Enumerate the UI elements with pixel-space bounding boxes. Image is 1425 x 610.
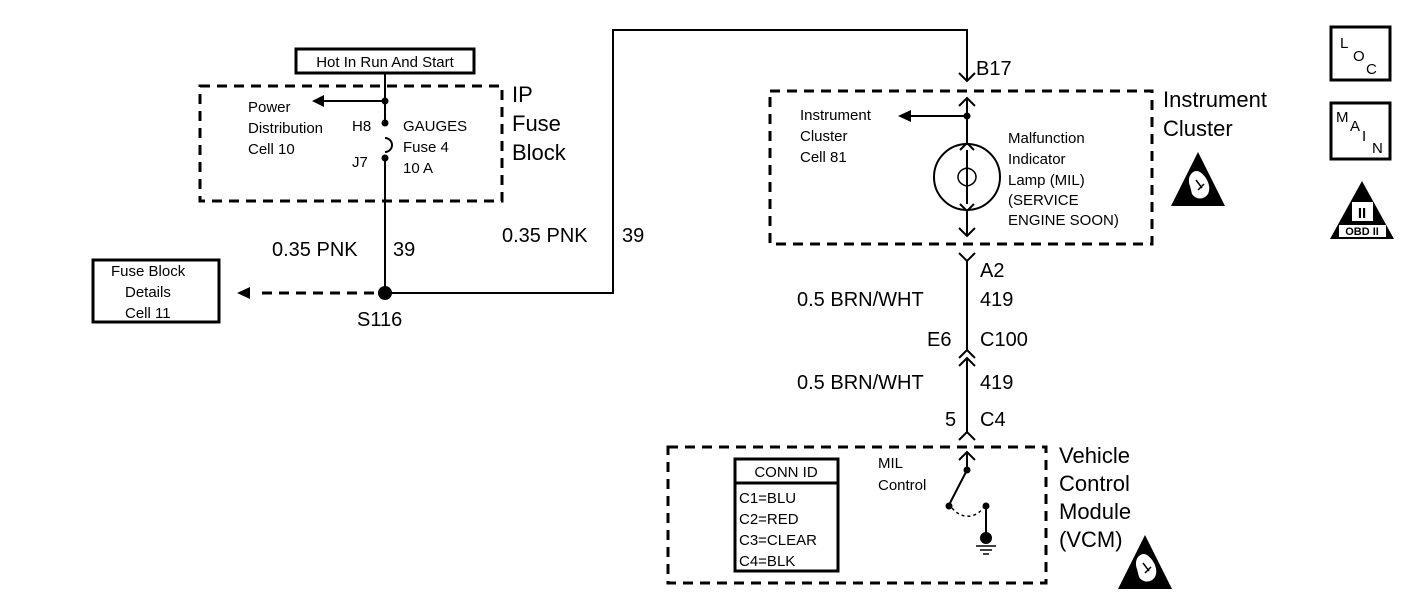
cluster-ref-1[interactable]: Instrument: [800, 107, 872, 124]
vcm-title-2: Control: [1059, 471, 1130, 496]
connector-pin-icon: [958, 430, 976, 441]
esd-warning-icon: [1170, 151, 1226, 207]
vcm-outline: [666, 445, 1048, 585]
fuse-icon: [384, 137, 393, 153]
vcm-title-1: Vehicle: [1059, 443, 1130, 468]
vcm-title-3: Module: [1059, 499, 1131, 524]
cluster-ref-3[interactable]: Cell 81: [800, 149, 847, 166]
arrow-left-icon: [312, 95, 324, 107]
power-distribution-ref-2[interactable]: Distribution: [248, 120, 323, 137]
fuse-block-details-1[interactable]: Fuse Block: [111, 263, 186, 280]
main-letter: A: [1350, 118, 1360, 135]
fuse-block-details-2[interactable]: Details: [125, 284, 171, 301]
conn-id-table: CONN ID C1=BLU C2=RED C3=CLEAR C4=BLK: [733, 457, 840, 573]
lamp-label-3: Lamp (MIL): [1008, 172, 1085, 189]
power-source-label: Hot In Run And Start: [316, 54, 454, 71]
instrument-cluster: B17 Instrument Cluster Instrument Cluste…: [768, 58, 1267, 246]
fuse-name: GAUGES: [403, 118, 467, 135]
arrow-left-icon: [237, 287, 250, 299]
power-distribution-ref-1[interactable]: Power: [248, 99, 291, 116]
vcm-title-4: (VCM): [1059, 527, 1123, 552]
pin-5: 5: [945, 409, 956, 431]
instrument-cluster-outline: [768, 89, 1154, 246]
instrument-cluster-title-2: Cluster: [1163, 116, 1233, 141]
connector-pin-icon: [958, 348, 976, 359]
cluster-ref-2[interactable]: Cluster: [800, 128, 848, 145]
fuse-block-details[interactable]: Fuse Block Details Cell 11: [91, 258, 221, 324]
conn-id-row: C2=RED: [739, 511, 799, 528]
fuse-block-details-3[interactable]: Cell 11: [125, 305, 171, 322]
fuse-number: Fuse 4: [403, 139, 449, 156]
loc-letter: C: [1366, 61, 1377, 78]
wire-low-circuit: 419: [980, 372, 1013, 394]
conn-id-row: C4=BLK: [739, 553, 795, 570]
wire-low-gauge: 0.5 BRN/WHT: [797, 372, 924, 394]
ip-fuse-block-title-1: IP: [512, 82, 533, 107]
ground-icon: [980, 532, 992, 544]
connector-pin-icon: [958, 72, 976, 83]
wire-top-gauge: 0.35 PNK: [502, 225, 588, 247]
main-letter: N: [1372, 140, 1383, 157]
lamp-label-4: (SERVICE: [1008, 192, 1079, 209]
obd-ii-icon[interactable]: II OBD II: [1330, 181, 1394, 239]
loc-letter: L: [1340, 35, 1348, 52]
lamp-label-1: Malfunction: [1008, 130, 1085, 147]
ip-fuse-block: Hot In Run And Start IP Fuse Block Power…: [198, 47, 567, 203]
ip-fuse-block-outline: [198, 84, 504, 203]
wire-left-circuit: 39: [393, 239, 415, 261]
esd-warning-icon: [1117, 534, 1173, 590]
connector-pin-icon: [958, 252, 976, 263]
lamp-label-2: Indicator: [1008, 151, 1066, 168]
connector-pin-icon: [958, 227, 976, 238]
pin-e6: E6: [927, 329, 951, 351]
obd-numeral: II: [1358, 205, 1366, 222]
vehicle-control-module: Vehicle Control Module (VCM) MIL Control…: [666, 443, 1173, 590]
wire-top-circuit: 39: [622, 225, 644, 247]
lamp-label-5: ENGINE SOON): [1008, 212, 1119, 229]
wire-left-gauge: 0.35 PNK: [272, 239, 358, 261]
wires: 0.35 PNK 39 S116 0.35 PNK 39: [237, 29, 968, 331]
splice-label: S116: [357, 309, 402, 331]
ip-fuse-block-title-3: Block: [512, 140, 567, 165]
conn-id-row: C3=CLEAR: [739, 532, 817, 549]
loc-letter: O: [1353, 48, 1365, 65]
lower-circuit: A2 0.5 BRN/WHT 419 E6 C100 0.5 BRN/WHT 4…: [797, 252, 1028, 441]
pin-a2: A2: [980, 260, 1004, 282]
power-distribution-ref-3[interactable]: Cell 10: [248, 141, 295, 158]
main-letter: M: [1336, 109, 1349, 126]
pin-b17: B17: [976, 58, 1012, 80]
switch-icon: [949, 469, 968, 504]
terminal-j7: J7: [352, 154, 368, 171]
mil-control-label-2: Control: [878, 477, 926, 494]
wire-mid-gauge: 0.5 BRN/WHT: [797, 289, 924, 311]
arrow-left-icon: [898, 110, 911, 122]
main-letter: I: [1362, 128, 1366, 145]
fuse-rating: 10 A: [403, 160, 433, 177]
instrument-cluster-title-1: Instrument: [1163, 87, 1267, 112]
connector-c4: C4: [980, 409, 1006, 431]
loc-button-icon[interactable]: L O C: [1329, 25, 1392, 82]
main-button-icon[interactable]: M A I N: [1329, 101, 1392, 161]
connector-c100: C100: [980, 329, 1028, 351]
mil-control-label-1: MIL: [878, 455, 903, 472]
conn-id-title: CONN ID: [754, 464, 818, 481]
ip-fuse-block-title-2: Fuse: [512, 111, 561, 136]
wire-mid-circuit: 419: [980, 289, 1013, 311]
conn-id-row: C1=BLU: [739, 490, 796, 507]
obd-text: OBD II: [1345, 226, 1379, 238]
terminal-h8: H8: [352, 118, 371, 135]
